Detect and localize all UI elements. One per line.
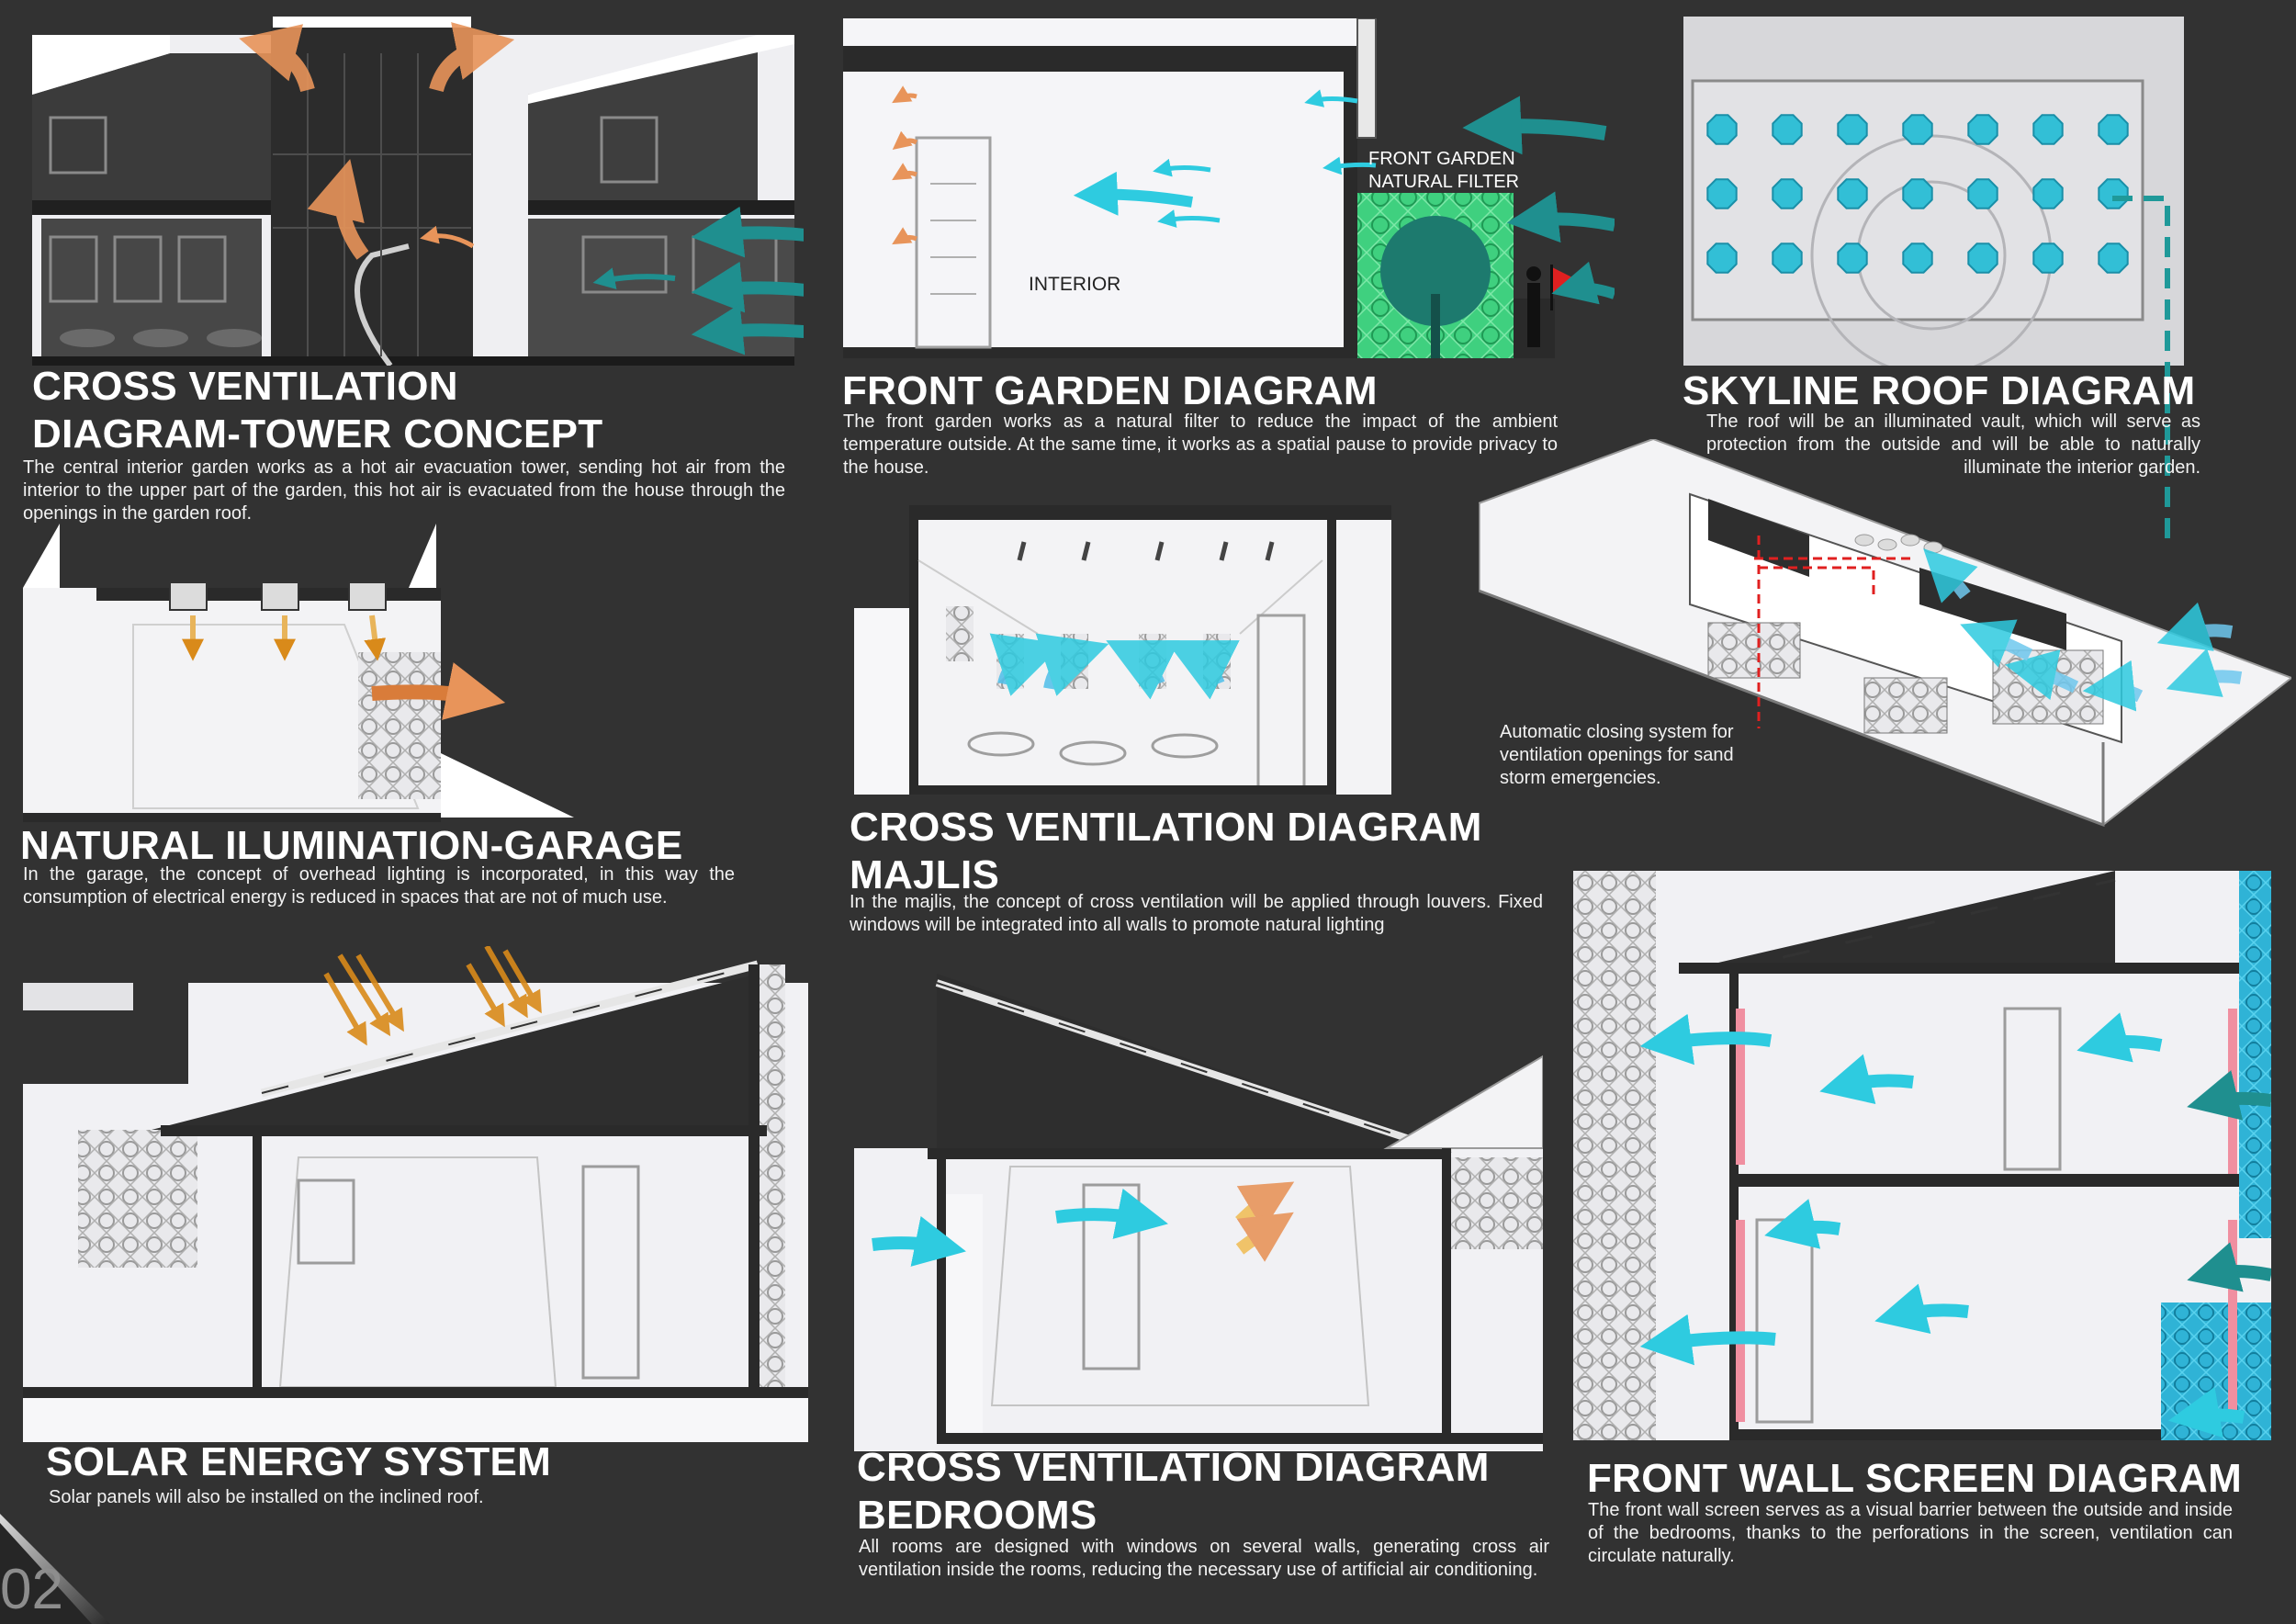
- skylight-octagon: [1902, 114, 1933, 145]
- front-wall-description: The front wall screen serves as a visual…: [1588, 1500, 2233, 1566]
- tower-title-line1: CROSS VENTILATION: [32, 364, 458, 409]
- page-number: 02: [0, 1558, 63, 1621]
- skylight-octagon: [1837, 242, 1868, 274]
- skylight-octagon: [1837, 178, 1868, 209]
- solar-title: SOLAR ENERGY SYSTEM: [46, 1439, 552, 1484]
- skylight-octagon: [2032, 178, 2064, 209]
- front-garden-drawing: [843, 17, 1616, 358]
- garage-description: In the garage, the concept of overhead l…: [23, 864, 735, 908]
- skylight-octagon: [1706, 178, 1738, 209]
- skylight-octagon: [1967, 114, 1998, 145]
- garage-section-drawing: [23, 524, 574, 822]
- skylight-octagon: [1902, 178, 1933, 209]
- skylight-octagon: [2098, 114, 2129, 145]
- front-garden-filter-label: FRONT GARDEN NATURAL FILTER: [1368, 149, 1519, 192]
- bedrooms-description: All rooms are designed with windows on s…: [859, 1537, 1549, 1580]
- skylight-octagon: [1967, 178, 1998, 209]
- skylight-octagon: [1837, 114, 1868, 145]
- garage-title: NATURAL ILUMINATION-GARAGE: [20, 823, 683, 868]
- interior-label-box: INTERIOR: [1029, 274, 1120, 295]
- filter-label-line2: NATURAL FILTER: [1368, 172, 1519, 192]
- tower-title-line2: DIAGRAM-TOWER CONCEPT: [32, 412, 603, 457]
- front-wall-title: FRONT WALL SCREEN DIAGRAM: [1587, 1456, 2243, 1501]
- front-garden-title: FRONT GARDEN DIAGRAM: [842, 368, 1378, 413]
- bedrooms-title-line2: BEDROOMS: [857, 1493, 1097, 1538]
- skylight-octagon: [1706, 114, 1738, 145]
- page-corner-decoration: [0, 1514, 110, 1624]
- skylight-octagon: [1902, 242, 1933, 274]
- skylight-octagon: [2032, 242, 2064, 274]
- skylight-octagon: [2098, 242, 2129, 274]
- skyline-roof-drawing: [1683, 17, 2184, 377]
- skylight-octagon: [1706, 242, 1738, 274]
- majlis-title-line1: CROSS VENTILATION DIAGRAM: [850, 805, 1482, 850]
- skylight-octagon: [1772, 114, 1803, 145]
- skyline-title: SKYLINE ROOF DIAGRAM: [1683, 368, 2196, 413]
- auto-closing-description: Automatic closing system for ventilation…: [1500, 722, 1734, 788]
- skyline-dashed-link: [2112, 196, 2170, 540]
- axonometric-drawing: [1477, 437, 2294, 834]
- skyline-description: The roof will be an illuminated vault, w…: [1706, 412, 2200, 478]
- solar-section-drawing: [23, 944, 808, 1442]
- filter-label-line1: FRONT GARDEN: [1368, 149, 1515, 169]
- skylight-octagon: [1967, 242, 1998, 274]
- tower-section-drawing: [32, 17, 823, 367]
- skylight-octagon: [1772, 242, 1803, 274]
- majlis-description: In the majlis, the concept of cross vent…: [850, 892, 1543, 935]
- tower-description: The central interior garden works as a h…: [23, 457, 785, 524]
- majlis-section-drawing: [854, 505, 1391, 795]
- front-wall-section-drawing: [1573, 871, 2273, 1442]
- front-garden-description: The front garden works as a natural filt…: [843, 412, 1558, 478]
- skylight-octagon: [1772, 178, 1803, 209]
- bedrooms-section-drawing: [854, 974, 1544, 1451]
- skylight-octagon: [2032, 114, 2064, 145]
- majlis-title-line2: MAJLIS: [850, 852, 1000, 897]
- bedrooms-title-line1: CROSS VENTILATION DIAGRAM: [857, 1445, 1490, 1490]
- solar-description: Solar panels will also be installed on t…: [49, 1487, 484, 1507]
- interior-label: INTERIOR: [1029, 274, 1120, 295]
